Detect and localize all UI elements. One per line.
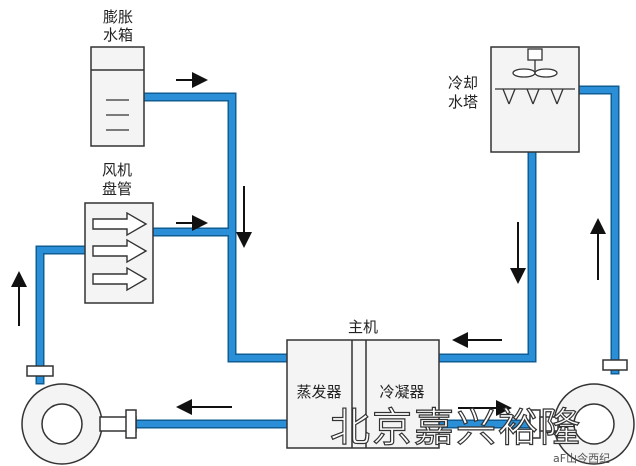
cooling-tower-label-1: 冷却 [448,74,478,92]
expansion-tank-label-2: 水箱 [103,26,133,44]
cooling-water-pump [529,359,635,465]
expansion-tank-label-1: 膨胀 [103,8,133,26]
chiller-label: 主机 [348,318,378,336]
pipe-fan-coil-return [35,245,90,385]
cooling-tower-fan-icon [512,48,558,78]
fan-coil-unit [84,202,154,304]
cooling-tower-label-2: 水塔 [448,93,478,111]
watermark-text: 北京嘉兴裕隆 [330,405,582,451]
fan-coil-airflow-arrows [92,211,148,292]
fan-coil-label-1: 风机 [102,161,132,179]
flow-arrows [11,72,606,416]
pipe-network [35,85,620,429]
cooling-tower [490,46,580,153]
cooling-tower-spray-nozzles [495,88,575,105]
condenser-label: 冷凝器 [379,383,424,401]
watermark-small-text: aF山今西纪 [553,451,610,465]
chilled-water-pump [21,365,137,465]
expansion-tank [90,46,145,147]
chiller-unit [286,339,440,449]
fan-coil-label-2: 盘管 [102,180,132,198]
evaporator-label: 蒸发器 [296,383,341,401]
